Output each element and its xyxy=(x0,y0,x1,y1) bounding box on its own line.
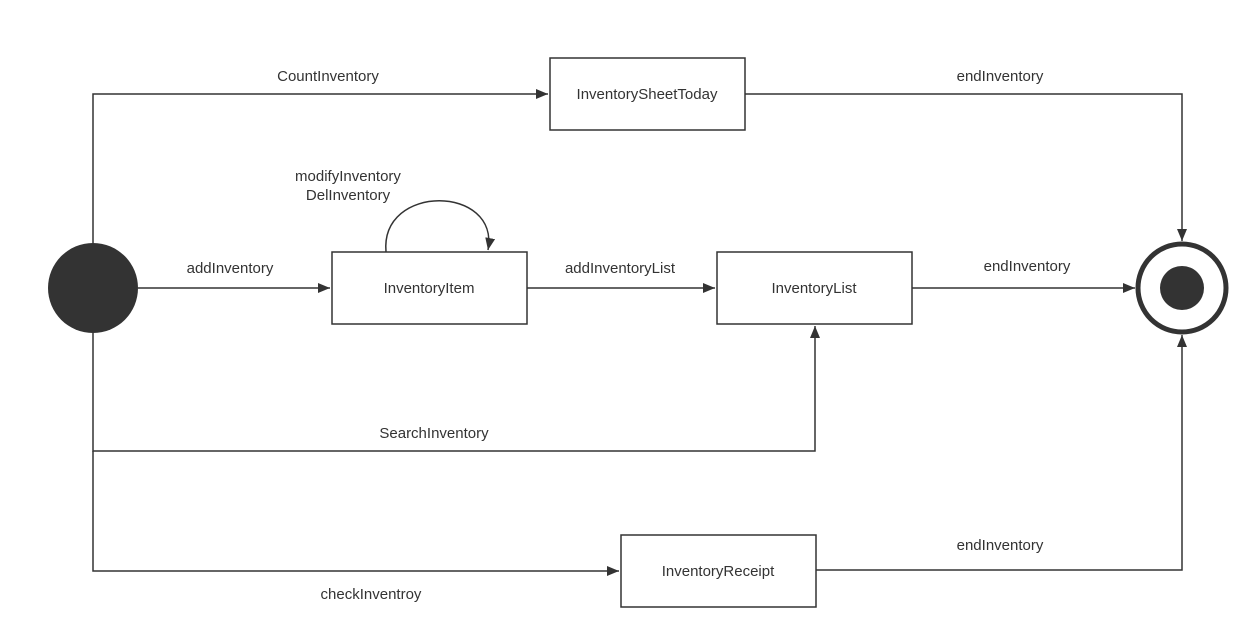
state-label: InventoryReceipt xyxy=(662,563,775,580)
state-inventory-list[interactable]: InventoryList xyxy=(716,251,913,325)
label-add-inventory: addInventory xyxy=(187,260,274,277)
label-end-inventory-top: endInventory xyxy=(957,68,1044,85)
label-end-inventory-middle: endInventory xyxy=(984,258,1071,275)
state-label: InventoryList xyxy=(771,280,857,297)
state-inventory-sheet-today[interactable]: InventorySheetToday xyxy=(549,57,746,131)
state-inventory-receipt[interactable]: InventoryReceipt xyxy=(620,534,817,608)
state-label: InventoryItem xyxy=(384,280,475,297)
edge-search-inventory xyxy=(92,326,820,452)
edge-check-inventroy xyxy=(92,451,619,576)
final-node xyxy=(1135,241,1229,335)
label-check-inventroy: checkInventroy xyxy=(321,586,422,603)
edge-end-inventory-top xyxy=(745,93,1187,241)
label-modify-inventory: modifyInventory xyxy=(295,168,401,185)
label-del-inventory: DelInventory xyxy=(306,187,391,204)
label-search-inventory: SearchInventory xyxy=(379,425,489,442)
label-add-inventory-list: addInventoryList xyxy=(565,260,676,277)
edge-end-inventory-bottom xyxy=(816,335,1187,571)
edge-self-loop-modify xyxy=(385,200,496,253)
edge-count-inventory xyxy=(92,89,548,243)
label-end-inventory-bottom: endInventory xyxy=(957,537,1044,554)
state-label: InventorySheetToday xyxy=(577,86,718,103)
state-inventory-item[interactable]: InventoryItem xyxy=(331,251,528,325)
label-count-inventory: CountInventory xyxy=(277,68,379,85)
initial-node xyxy=(48,243,138,333)
